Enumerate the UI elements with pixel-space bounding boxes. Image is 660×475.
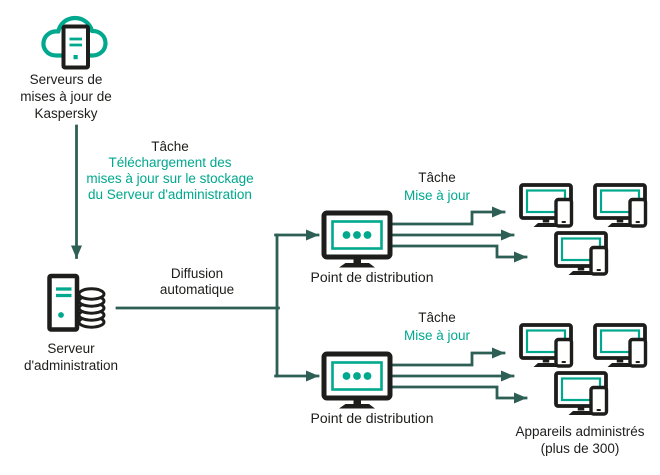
download-task-title: Tâche — [151, 139, 189, 154]
dp-bottom-task-name: Mise à jour — [403, 328, 471, 343]
server-database-icon — [47, 273, 106, 332]
dp-top-label: Point de distribution — [310, 269, 434, 285]
desktop-phone-icon — [554, 371, 609, 417]
arrow-dp-top-out-1 — [389, 206, 506, 226]
desktop-phone-icon — [593, 183, 648, 229]
arrow-dp-top-out-3 — [389, 244, 528, 263]
admin-server-label: Serveur d'administration — [23, 341, 119, 373]
dp-bottom-task-title: Tâche — [418, 310, 456, 325]
diffusion-label: Diffusion automatique — [159, 266, 235, 297]
dp-bottom-label: Point de distribution — [310, 410, 434, 426]
arrow-dp-bottom-out-1 — [389, 347, 506, 367]
dp-top-task-name: Mise à jour — [403, 188, 471, 203]
database-stack-icon — [77, 287, 106, 329]
cloud-server-icon — [41, 15, 108, 70]
monitor-dots-icon-top — [324, 213, 390, 268]
arrow-dp-bottom-out-3 — [389, 385, 528, 404]
desktop-phone-icon — [593, 323, 648, 369]
managed-devices-top-cluster — [519, 183, 648, 277]
desktop-phone-icon — [519, 323, 574, 369]
managed-devices-bottom-cluster — [519, 323, 648, 417]
download-task-description: Téléchargement des mises à jour sur le s… — [86, 155, 254, 202]
desktop-phone-icon — [554, 231, 609, 277]
dp-top-task-title: Tâche — [418, 170, 456, 185]
managed-devices-label: Appareils administrés (plus de 300) — [515, 424, 645, 456]
monitor-dots-icon-bottom — [324, 354, 390, 409]
desktop-phone-icon — [519, 183, 574, 229]
update-servers-label: Serveurs de mises à jour de Kaspersky — [20, 72, 112, 121]
